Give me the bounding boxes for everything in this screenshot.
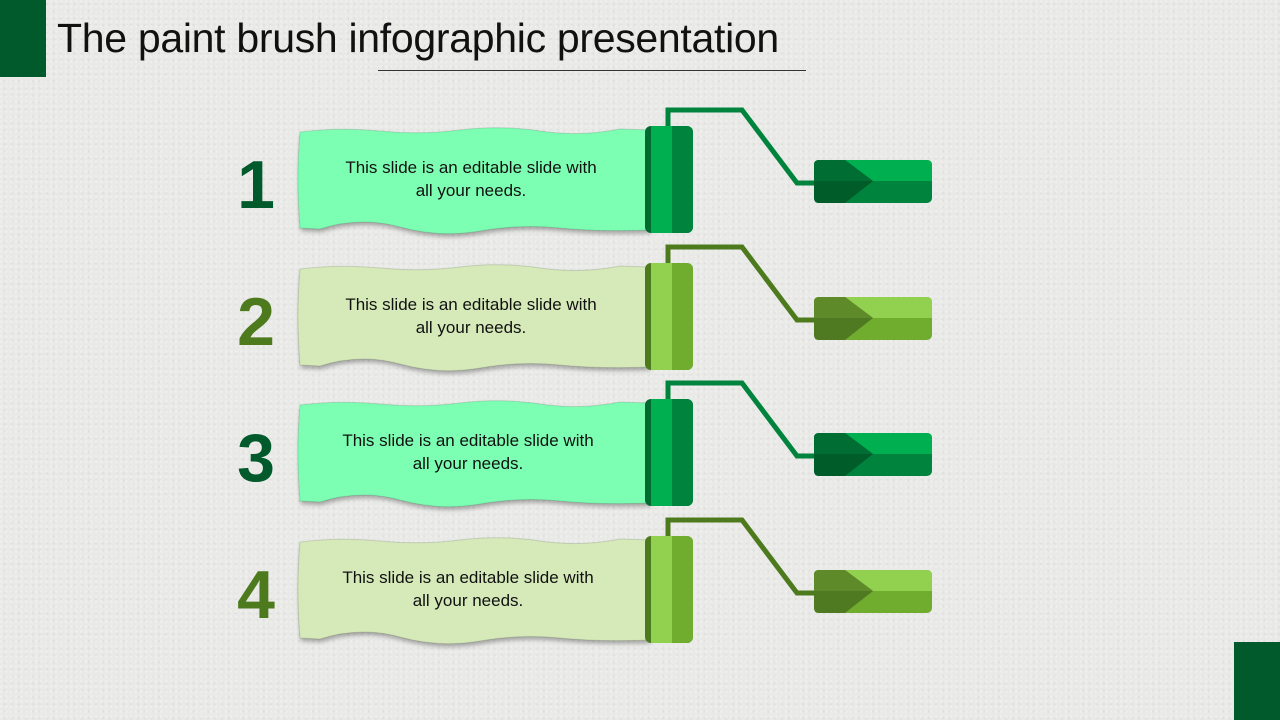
corner-accent-top-left — [0, 0, 46, 77]
step-number: 1 — [237, 147, 275, 223]
title-underline — [378, 70, 806, 71]
paint-stroke — [297, 127, 651, 235]
roller-highlight — [651, 399, 672, 506]
step-number: 4 — [237, 557, 275, 633]
roller-highlight — [651, 536, 672, 643]
paint-stroke — [297, 264, 651, 372]
grip-arrow-top — [814, 297, 873, 318]
grip-arrow-top — [814, 433, 873, 454]
step-text: This slide is an editable slide with all… — [345, 158, 597, 200]
step-text: This slide is an editable slide with all… — [342, 568, 594, 610]
roller-handle-wire — [665, 107, 816, 186]
roller-highlight — [651, 126, 672, 233]
roller-handle-wire — [665, 380, 816, 459]
step-number: 2 — [237, 284, 275, 360]
paint-stroke — [297, 400, 651, 508]
step-text: This slide is an editable slide with all… — [342, 431, 594, 473]
step-number: 3 — [237, 420, 275, 496]
roller-highlight — [651, 263, 672, 370]
roller-handle-wire — [665, 244, 816, 323]
corner-accent-bottom-right — [1234, 642, 1280, 720]
grip-arrow-top — [814, 570, 873, 591]
slide-title: The paint brush infographic presentation — [57, 15, 779, 61]
roller-handle-wire — [665, 517, 816, 596]
grip-arrow-top — [814, 160, 873, 181]
step-text: This slide is an editable slide with all… — [345, 295, 597, 337]
paint-stroke — [297, 537, 651, 645]
